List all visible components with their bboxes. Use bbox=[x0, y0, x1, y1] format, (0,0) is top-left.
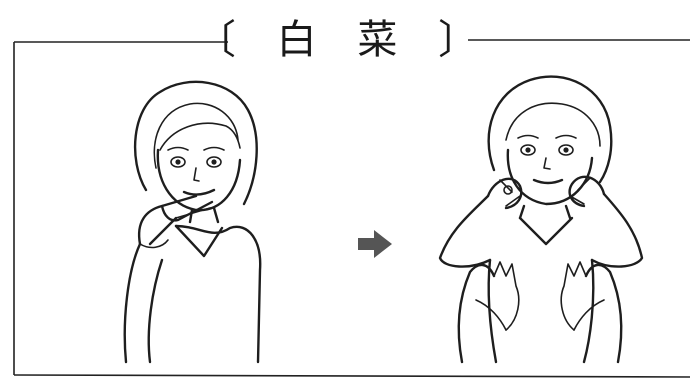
frame-bottom bbox=[13, 374, 691, 378]
title-label: 〔 白 菜 〕 bbox=[196, 6, 478, 66]
figure-woman-hands-cheeks bbox=[438, 75, 644, 364]
right-arrow-icon bbox=[358, 230, 392, 258]
figure-woman-pointing bbox=[123, 80, 262, 364]
page-title: 〔 白 菜 〕 bbox=[195, 17, 493, 63]
